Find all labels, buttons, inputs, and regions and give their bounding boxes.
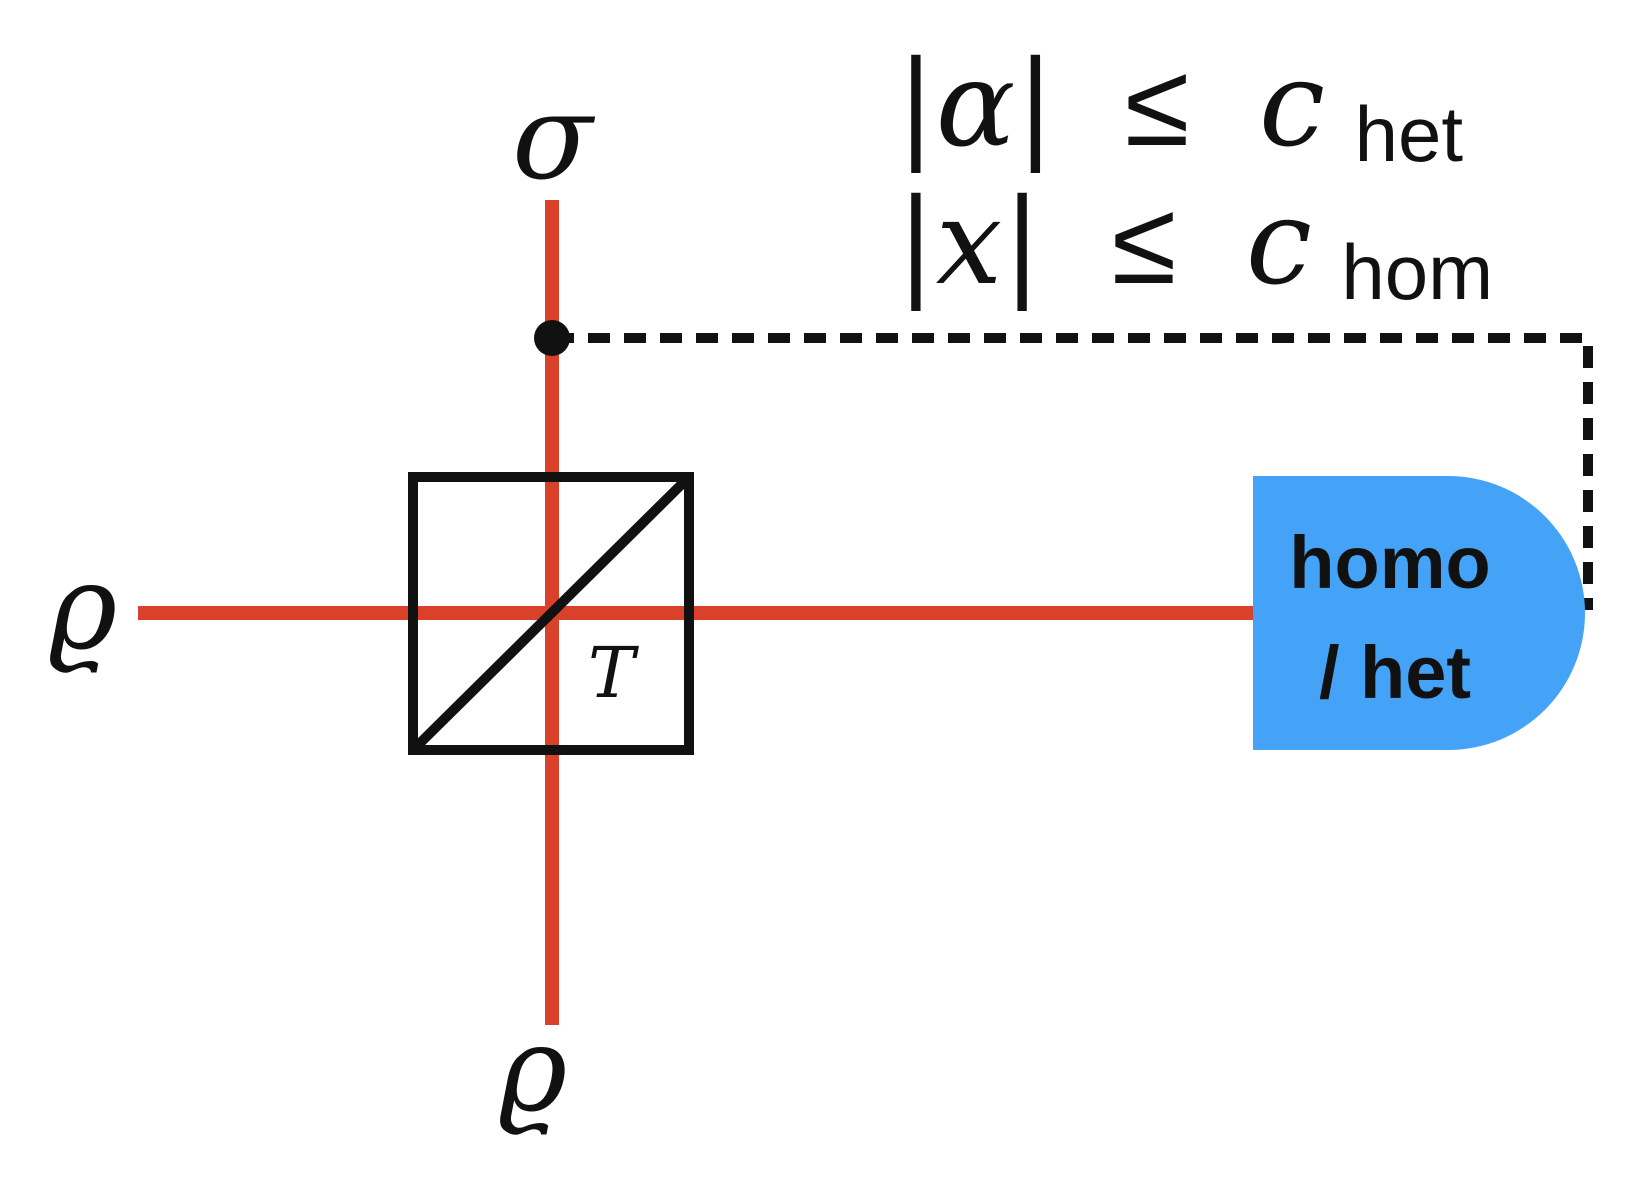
beams (138, 200, 1255, 1025)
beamsplitter-box (408, 472, 694, 755)
transmissivity-label: T (588, 632, 639, 714)
heterodyne-symbol: c (1259, 35, 1325, 173)
detector-label-line1: homo (1289, 521, 1490, 604)
beamsplitter-diagonal (408, 472, 694, 755)
homodyne-relation: ≤ (1112, 177, 1177, 309)
beamsplitter: T (408, 472, 694, 755)
detector-shape (1253, 476, 1585, 750)
heterodyne-subscript: het (1355, 90, 1464, 178)
heterodyne-lhs: |α| (896, 35, 1055, 173)
homodyne-subscript: hom (1341, 228, 1493, 316)
detector-label-line2: / het (1319, 631, 1471, 714)
input-state-left-label: ϱ (48, 538, 117, 676)
heterodyne-relation: ≤ (1125, 39, 1190, 171)
detector: homo / het (1253, 476, 1585, 750)
homodyne-symbol: c (1246, 173, 1312, 311)
homodyne-lhs: |x| (896, 173, 1042, 311)
heterodyne-condition: |α| ≤ c het (896, 35, 1463, 178)
feedback-line (534, 320, 1593, 610)
acceptance-conditions: |α| ≤ c het |x| ≤ c hom (896, 35, 1493, 316)
input-state-bottom-label: ϱ (498, 1000, 567, 1138)
feedback-dashed-path (552, 333, 1593, 610)
output-state-top-label: σ (512, 68, 596, 206)
homodyne-condition: |x| ≤ c hom (896, 173, 1493, 316)
